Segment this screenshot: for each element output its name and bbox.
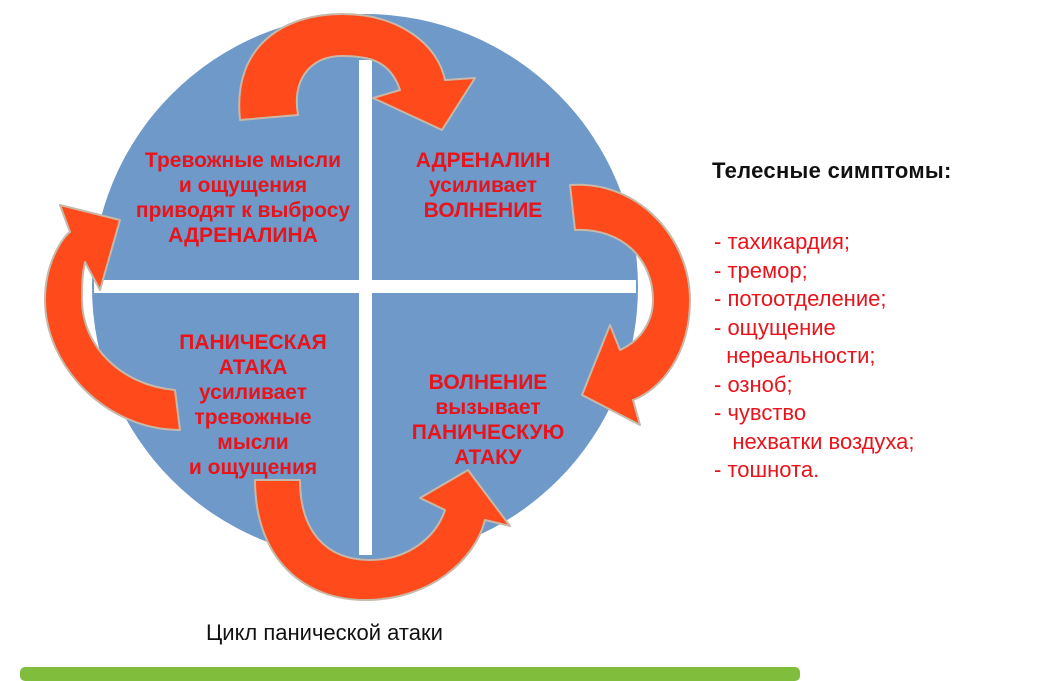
symptoms-list: - тахикардия; - тремор; - потоотделение;… [714,228,915,485]
diagram-caption: Цикл панической атаки [206,620,443,645]
vertical-divider [359,60,372,555]
arrow-left-curved [44,204,181,431]
symptom-item: - чувство [714,400,807,425]
arrow-right-curved [569,183,691,426]
symptom-item: - потоотделение; [714,286,887,311]
footer-green-bar [20,667,800,681]
quadrant-top-left-text: Тревожные мысли и ощущения приводят к вы… [135,149,351,247]
quadrant-bottom-right-text: ВОЛНЕНИЕ вызывает ПАНИЧЕСКУЮ АТАКУ [411,371,565,469]
symptom-item: - тахикардия; [714,229,851,254]
arrow-top-curved [238,13,476,131]
symptom-item: - ощущение [714,314,836,340]
symptom-item: - тремор; [714,257,808,283]
symptom-item: нехватки воздуха; [714,428,915,454]
quadrant-bottom-left-text: ПАНИЧЕСКАЯ АТАКА усиливает тревожные мыс… [179,331,327,479]
symptoms-title: Телесные симптомы: [712,158,952,183]
arrow-bottom-curved [254,469,511,601]
symptom-item: - тошнота. [714,457,820,482]
symptom-item: - озноб; [714,371,793,397]
symptom-item: нереальности; [714,343,876,368]
cycle-diagram [44,13,691,601]
quadrant-top-right-text: АДРЕНАЛИН усиливает ВОЛНЕНИЕ [415,149,551,222]
